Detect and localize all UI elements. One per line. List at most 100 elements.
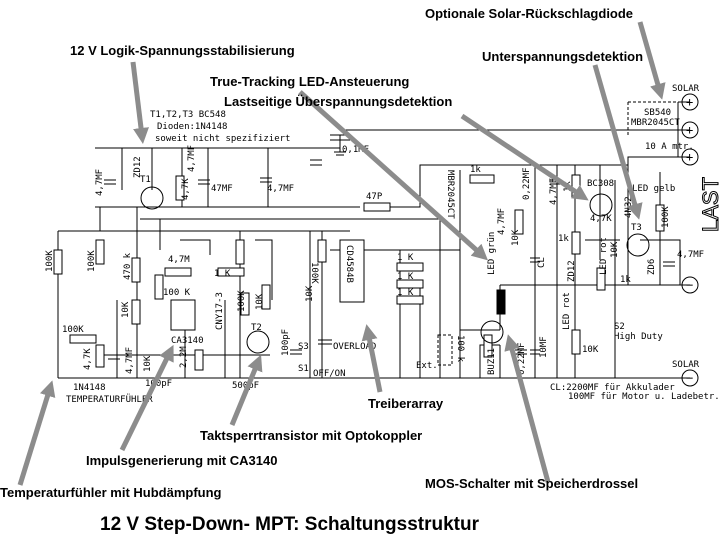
terminals: + + + − − SOLAR SOLAR LAST [672, 84, 724, 387]
solar-bottom-label: SOLAR [672, 360, 700, 370]
c022b-label: 0,22MF [517, 342, 527, 375]
r10k-b-label: 10K [610, 241, 620, 258]
cl-label: CL [537, 257, 547, 268]
r10k-pg-label: 10K [255, 293, 265, 310]
cny17-label: CNY17-3 [215, 292, 225, 330]
r100k-l1-label: 100K [45, 250, 55, 272]
diodes-label: Dioden:1N4148 [157, 122, 227, 132]
components [53, 159, 675, 371]
r100k-ov-label: 100K [309, 262, 319, 284]
r100k-ntc-label: 100K [62, 325, 84, 335]
r100k-ext-label: 100 k [455, 335, 465, 363]
r10k-c-label: 10K [582, 345, 599, 355]
c47g-label: 4,7MF [125, 347, 135, 374]
annotation-temp-sensor: Temperaturfühler mit Hubdämpfung [0, 485, 222, 500]
d1n4148-label: 1N4148 [73, 383, 106, 393]
page-title: 12 V Step-Down- MPT: Schaltungsstruktur [100, 514, 480, 535]
r10k-ov-label: 10K [305, 285, 315, 302]
minus-label: − [686, 278, 693, 292]
s1-label: S1 [298, 364, 309, 374]
c47a-label: 4,7MF [95, 169, 105, 196]
temp-label: TEMPERATURFÜHLER [66, 394, 153, 405]
r1k-c-label: 1k [620, 275, 631, 285]
r100k-l2-label: 100K [87, 250, 97, 272]
r47k-label: 4,7K [181, 178, 191, 200]
offon-label: OFF/ON [313, 369, 346, 379]
c47b-label: 4,7MF [187, 145, 197, 172]
r10k-l-label: 10K [143, 355, 153, 372]
plus-label: + [686, 95, 693, 109]
c10mf-label: 10MF [539, 336, 549, 358]
t2-label: T2 [251, 323, 262, 333]
terminal-solar-minus [681, 369, 699, 387]
plus-label: + [686, 150, 693, 164]
load-label: LAST [698, 177, 723, 232]
r1k-1-label: 1 K [397, 253, 414, 263]
led-rot2-label: LED rot [599, 237, 609, 275]
minus-label: − [686, 371, 693, 385]
transistors-label: T1,T2,T3 BC548 [150, 110, 226, 120]
r100k-fb-label: 100 K [163, 288, 191, 298]
terminal-load-plus [681, 148, 699, 166]
annotation-solar-diode: Optionale Solar-Rückschlagdiode [425, 6, 633, 21]
solar-top-label: SOLAR [672, 84, 700, 94]
r100k-r-label: 100K [661, 206, 671, 228]
c100pf-a-label: 100pF [281, 329, 291, 356]
annotation-led-tracking: True-Tracking LED-Ansteuerung [210, 74, 409, 89]
mosfet-buz11 [480, 320, 504, 344]
t1-label: T1 [140, 175, 151, 185]
annotations: Optionale Solar-Rückschlagdiode 12 V Log… [0, 6, 643, 535]
r1k-3-label: 1 K [397, 288, 414, 298]
cd4584-label: CD4584B [344, 245, 354, 283]
cl-note2-label: 100MF für Motor u. Ladebetr. [568, 392, 720, 402]
wiring [57, 101, 690, 379]
r470k-label: 470 k [123, 252, 133, 280]
s2-label: S2 [614, 322, 625, 332]
c01-label: 0,1MF [342, 145, 369, 155]
transistor-bc308 [589, 193, 613, 217]
zd12b-label: ZD12 [567, 260, 577, 282]
transistor-t2 [246, 330, 270, 354]
r10k-led-label: 10K [511, 229, 521, 246]
r22m-label: 2,2M [179, 346, 189, 368]
annotation-clock-block: Taktsperrtransistor mit Optokoppler [200, 428, 422, 443]
ic-cd4584b [339, 239, 365, 303]
led-rot1-label: LED rot [562, 292, 572, 330]
annotation-undervoltage: Unterspannungsdetektion [482, 49, 643, 64]
unless-label: soweit nicht spezifiziert [155, 134, 290, 144]
high-duty-label: High Duty [614, 332, 663, 342]
r47r-label: 47P [366, 192, 383, 202]
annotation-mos-switch: MOS-Schalter mit Speicherdrossel [425, 476, 638, 491]
ic-ca3140 [170, 299, 196, 331]
cl-note1-label: CL:2200MF für Akkulader [550, 383, 675, 393]
c47c-label: 4,7MF [267, 184, 294, 194]
r1k-label: 1k [470, 165, 481, 175]
c100pf-b-label: 100pF [145, 379, 172, 389]
mbr2-label: MBR2045CT [631, 118, 680, 128]
r1k-b-label: 1k [558, 234, 569, 244]
sb540-label: SB540 [644, 108, 671, 118]
plus-label: + [686, 123, 693, 137]
r1k-2-label: 1 K [397, 272, 414, 282]
buz11-label: BUZ11 [487, 348, 497, 375]
s3-label: S3 [298, 342, 309, 352]
annotation-logic-supply: 12 V Logik-Spannungsstabilisierung [70, 43, 295, 58]
c47mf-label: 47MF [211, 184, 233, 194]
r47m-label: 4,7M [168, 255, 190, 265]
transistor-t1 [140, 186, 164, 210]
c47f-label: 4,7MF [677, 250, 704, 260]
bc308-label: BC308 [587, 179, 614, 189]
mbr1-label: MBR2045CT [445, 170, 455, 219]
inductor [496, 289, 506, 315]
led-gruen-label: LED grün [487, 232, 497, 275]
r1k-pg-label: 1 K [214, 269, 231, 279]
annotation-arrows [17, 21, 666, 486]
annotation-pulse-gen: Impulsgenerierung mit CA3140 [86, 453, 277, 468]
terminal-plus-2 [681, 121, 699, 139]
r47k-b-label: 4,7K [590, 214, 612, 224]
ca3140-label: CA3140 [171, 336, 204, 346]
zd6-label: ZD6 [647, 259, 657, 275]
c47e-label: 4,7MF [549, 178, 559, 205]
terminal-solar-plus [681, 93, 699, 111]
